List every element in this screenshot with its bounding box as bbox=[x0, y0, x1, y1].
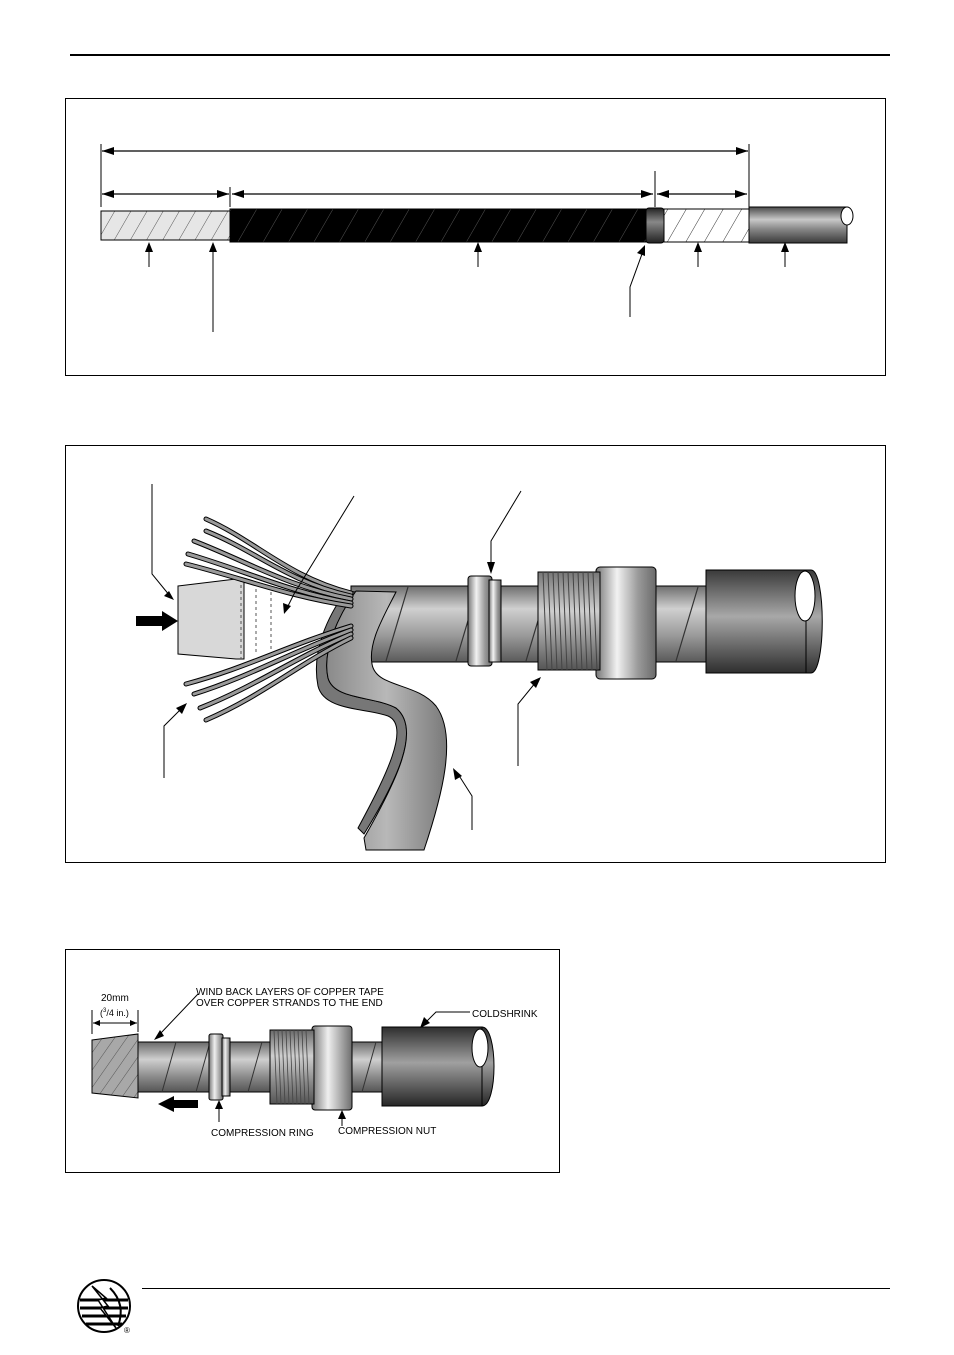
compression-ring-label: COMPRESSION RING bbox=[211, 1128, 314, 1139]
compression-nut-label: COMPRESSION NUT bbox=[338, 1126, 437, 1137]
screen-section bbox=[663, 208, 750, 243]
wind-back-diagram bbox=[91, 993, 495, 1126]
footer-rule bbox=[142, 1288, 890, 1289]
registered-mark: ® bbox=[124, 1326, 130, 1335]
compression-nut bbox=[595, 566, 657, 680]
outer-sheath bbox=[748, 206, 848, 244]
copper-strands-upper bbox=[183, 516, 354, 609]
taped-conductor-end bbox=[91, 1033, 139, 1099]
push-direction-arrow bbox=[136, 616, 162, 626]
copper-tape-strip bbox=[326, 590, 448, 851]
outer-sheath bbox=[705, 569, 807, 674]
coldshrink-label: COLDSHRINK bbox=[472, 1009, 538, 1020]
logo-emblem-icon bbox=[77, 1279, 131, 1333]
strands-and-gland-diagram bbox=[136, 484, 823, 851]
insulation-section bbox=[229, 208, 647, 243]
figure-2-panel bbox=[65, 445, 886, 863]
figure-1-panel bbox=[65, 98, 886, 376]
compression-ring bbox=[208, 1033, 224, 1101]
dimension-20mm-label: 20mm bbox=[101, 993, 129, 1004]
header-rule bbox=[70, 54, 890, 56]
ferrule-cone bbox=[177, 578, 245, 660]
compression-nut bbox=[311, 1025, 353, 1111]
figure-3-panel: WIND BACK LAYERS OF COPPER TAPE OVER COP… bbox=[65, 949, 560, 1173]
semicon-ring bbox=[645, 207, 665, 244]
dimension-inch-label: (3/4 in.) bbox=[100, 1008, 129, 1018]
wind-back-label-line2: OVER COPPER STRANDS TO THE END bbox=[196, 998, 383, 1009]
copper-strands-lower bbox=[183, 623, 354, 723]
compression-ring bbox=[467, 575, 493, 667]
company-logo bbox=[76, 1278, 136, 1338]
cable-strip-dimension-diagram bbox=[100, 144, 854, 332]
conductor-section bbox=[100, 210, 231, 241]
slide-direction-arrow bbox=[174, 1100, 198, 1108]
wind-back-label-line1: WIND BACK LAYERS OF COPPER TAPE bbox=[196, 987, 384, 998]
coldshrink-sleeve bbox=[381, 1026, 483, 1107]
